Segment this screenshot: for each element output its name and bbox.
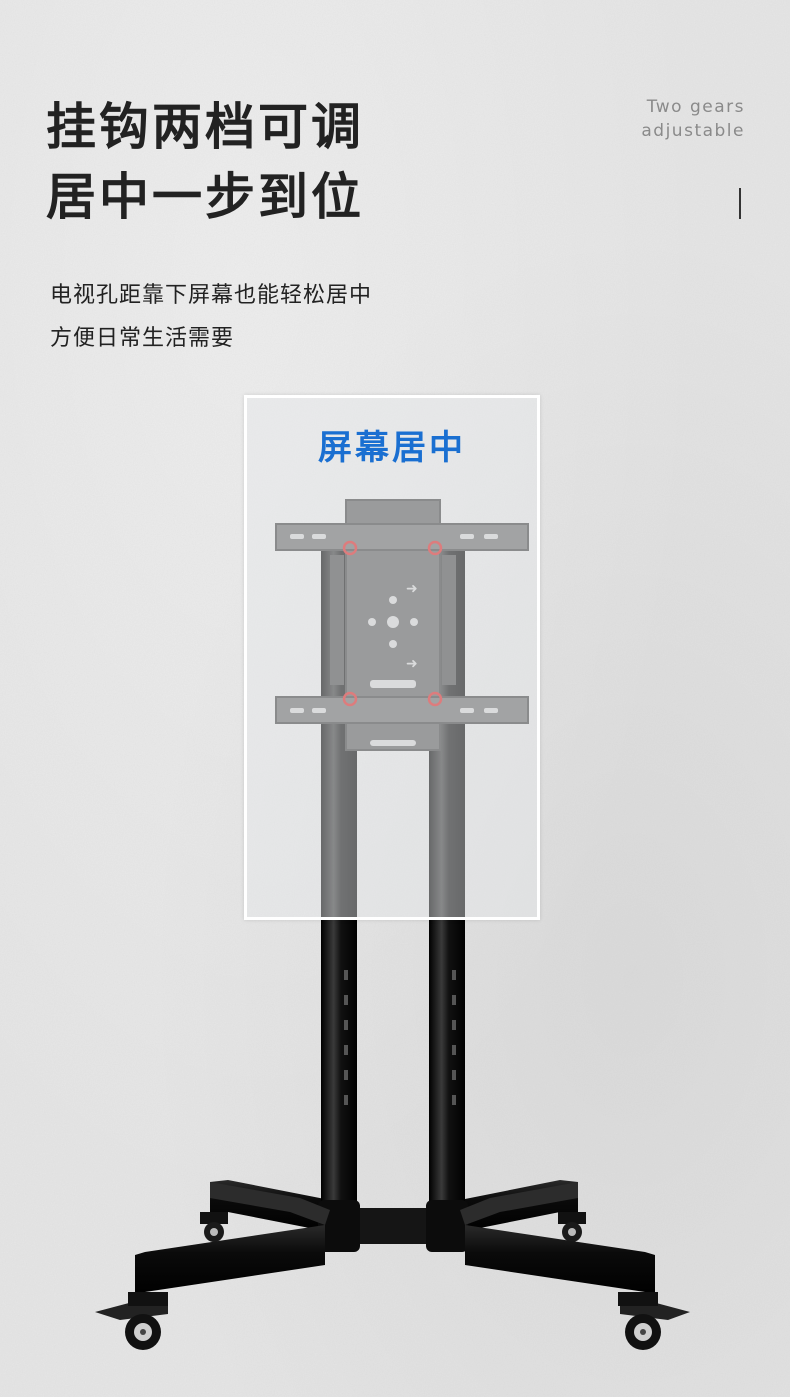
description-line-2: 方便日常生活需要 [50, 326, 235, 351]
vertical-divider [739, 188, 741, 219]
screen-center-label: 屏幕居中 [318, 428, 466, 468]
svg-text:➜: ➜ [406, 656, 418, 672]
svg-text:➜: ➜ [406, 581, 418, 597]
screen-overlay [247, 398, 537, 917]
english-tagline: Two gears adjustable [641, 95, 745, 143]
mounting-bracket: ➜ ➜ [275, 499, 529, 751]
base-frame [135, 1182, 655, 1295]
tagline-line-2: adjustable [641, 121, 745, 141]
headline-line-1: 挂钩两档可调 [46, 98, 364, 156]
tagline-line-1: Two gears [646, 97, 745, 117]
rear-left-caster [200, 1212, 228, 1242]
description: 电视孔距靠下屏幕也能轻松居中 方便日常生活需要 [50, 274, 372, 360]
front-left-caster [95, 1292, 168, 1350]
front-right-caster [618, 1292, 690, 1350]
headline: 挂钩两档可调 居中一步到位 [46, 92, 364, 232]
headline-line-2: 居中一步到位 [46, 168, 364, 226]
rear-right-caster [558, 1212, 586, 1242]
mounting-hole-markers [342, 540, 443, 707]
screen-outline [244, 395, 540, 920]
description-line-1: 电视孔距靠下屏幕也能轻松居中 [50, 283, 373, 308]
